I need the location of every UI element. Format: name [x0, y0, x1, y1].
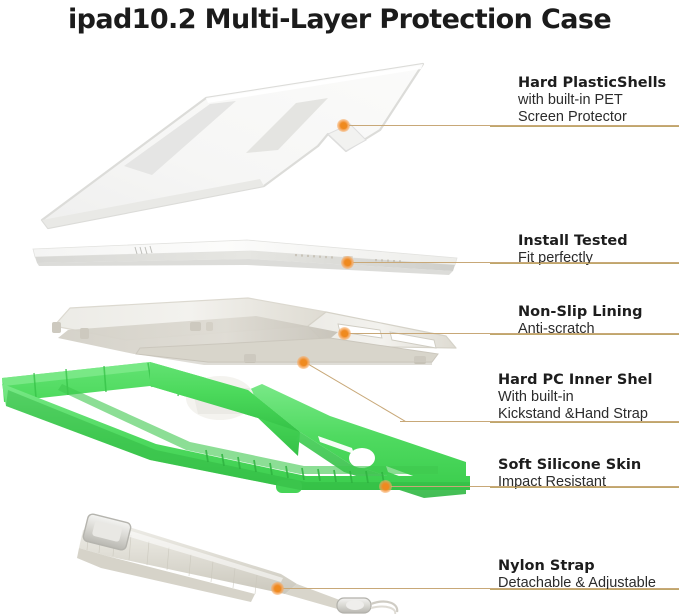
page-title: ipad10.2 Multi-Layer Protection Case — [67, 4, 612, 35]
layer-hard-pc-inner-shell — [8, 296, 463, 376]
callout-subline-1: with built-in PET — [518, 92, 623, 108]
callout-subline-1: Impact Resistant — [498, 474, 606, 490]
leader-line-soft-silicone-skin — [391, 486, 679, 487]
marker-dot-hard-plastic-shells — [337, 119, 350, 132]
callout-soft-silicone-skin: Soft Silicone Skin Impact Resistant — [498, 456, 679, 491]
callout-hard-plastic-shells: Hard PlasticShells with built-in PET Scr… — [518, 74, 679, 126]
callout-subline-1: Anti-scratch — [518, 321, 595, 337]
leader-line-hard-pc-horizontal — [400, 421, 679, 422]
callout-headline: Install Tested — [518, 233, 628, 249]
leader-line-non-slip-lining — [350, 333, 679, 334]
callout-subline-1: With built-in — [498, 389, 574, 405]
callout-subline-1: Detachable & Adjustable — [498, 575, 656, 591]
leader-line-hard-plastic-shells — [349, 125, 679, 126]
callout-non-slip-lining: Non-Slip Lining Anti-scratch — [518, 303, 679, 338]
layer-nylon-strap — [45, 508, 420, 614]
callout-rule-install-tested — [490, 263, 679, 264]
callout-headline: Soft Silicone Skin — [498, 457, 642, 473]
marker-dot-hard-pc-inner-shell — [297, 356, 310, 369]
layer-green-silicone-skin — [0, 340, 470, 505]
marker-dot-install-tested — [341, 256, 354, 269]
marker-dot-non-slip-lining — [338, 327, 351, 340]
leader-line-install-tested — [353, 262, 679, 263]
callout-install-tested: Install Tested Fit perfectly — [518, 232, 679, 267]
callout-rule-soft-silicone-skin — [490, 487, 679, 488]
callout-nylon-strap: Nylon Strap Detachable & Adjustable — [498, 557, 679, 592]
layer-plastic-shell — [28, 58, 428, 238]
marker-dot-nylon-strap — [271, 582, 284, 595]
layer-ipad-device — [25, 235, 465, 285]
callout-headline: Hard PlasticShells — [518, 75, 667, 91]
callout-subline-2: Screen Protector — [518, 109, 627, 125]
callout-rule-non-slip-lining — [490, 334, 679, 335]
leader-line-nylon-strap — [283, 588, 679, 589]
callout-headline: Nylon Strap — [498, 558, 595, 574]
callout-subline-1: Fit perfectly — [518, 250, 593, 266]
marker-dot-soft-silicone-skin — [379, 480, 392, 493]
callout-headline: Hard PC Inner Shel — [498, 372, 653, 388]
callout-rule-nylon-strap — [490, 589, 679, 590]
callout-headline: Non-Slip Lining — [518, 304, 643, 320]
callout-subline-2: Kickstand &Hand Strap — [498, 406, 648, 422]
callout-rule-hard-pc-inner-shell — [490, 422, 679, 423]
callout-hard-pc-inner-shell: Hard PC Inner Shel With built-in Kicksta… — [498, 371, 679, 423]
callout-rule-hard-plastic-shells — [490, 126, 679, 127]
